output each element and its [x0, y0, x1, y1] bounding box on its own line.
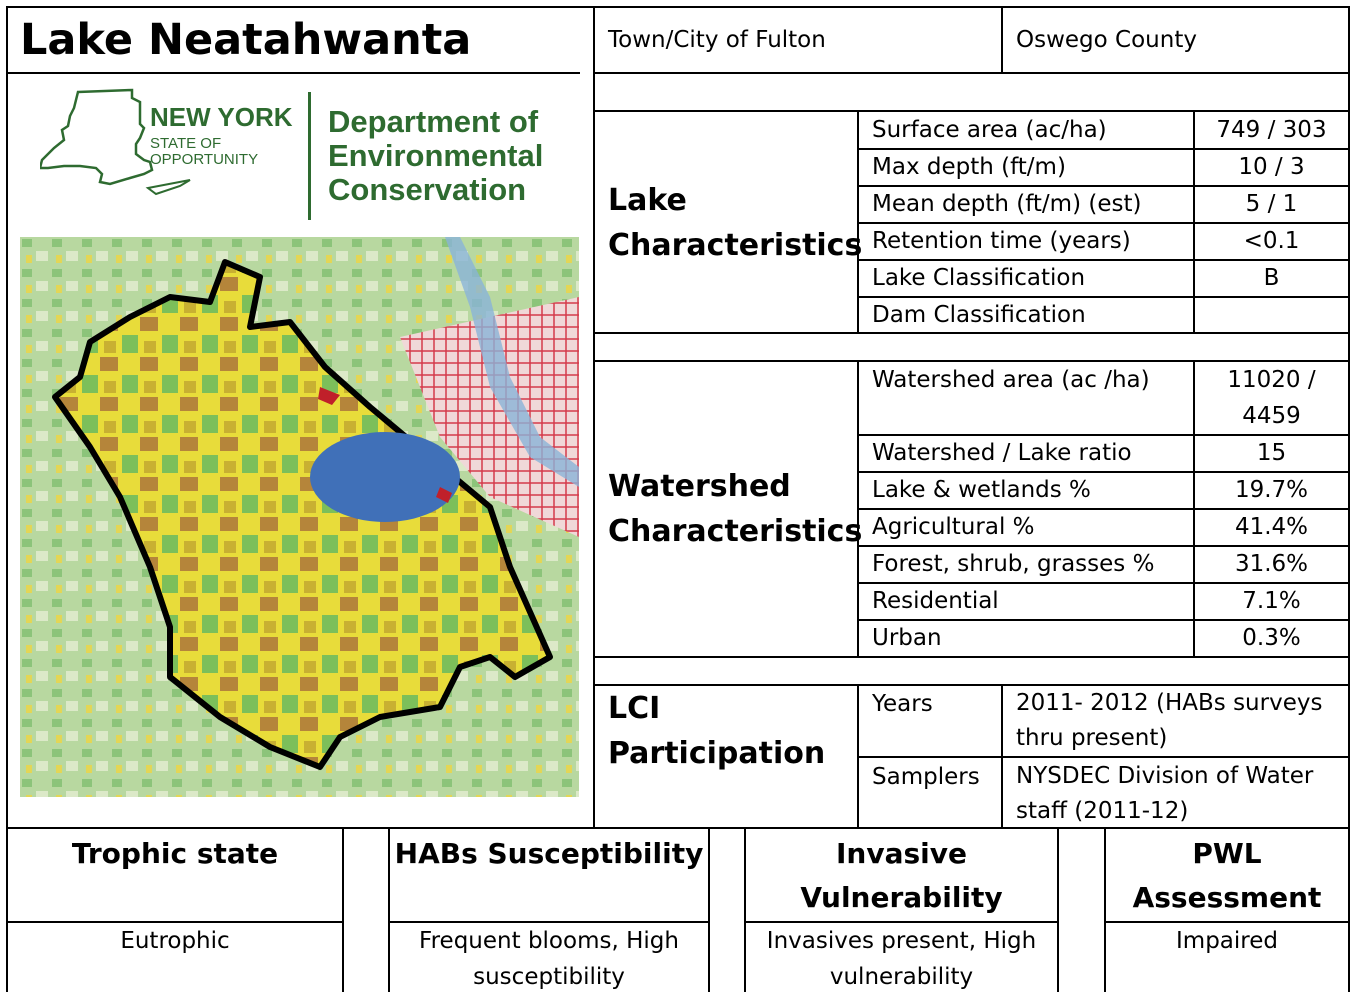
- svg-text:OPPORTUNITY: OPPORTUNITY: [150, 151, 258, 168]
- watershed-row-value: 15: [1256, 440, 1287, 466]
- habs-susceptibility-value: Frequent blooms, High susceptibility: [419, 928, 679, 990]
- lake-characteristics-heading: Lake Characteristics: [608, 183, 863, 263]
- watershed-row-label: Residential: [872, 588, 999, 614]
- lake-row-value: 749 / 303: [1216, 117, 1327, 143]
- watershed-row-value: 31.6%: [1234, 551, 1309, 577]
- lake-row-label: Dam Classification: [872, 302, 1086, 328]
- lake-row-label: Max depth (ft/m): [872, 154, 1066, 180]
- watershed-row-label: Forest, shrub, grasses %: [872, 551, 1155, 577]
- watershed-row-label: Watershed area (ac /ha): [872, 367, 1150, 393]
- watershed-row-value: 11020 / 4459: [1227, 367, 1316, 429]
- watershed-row-value: 0.3%: [1242, 625, 1301, 651]
- lake-row-value: 10 / 3: [1238, 154, 1305, 180]
- svg-text:STATE OF: STATE OF: [150, 135, 221, 152]
- lake-row-label: Mean depth (ft/m) (est): [872, 191, 1142, 217]
- watershed-characteristics-heading: Watershed Characteristics: [608, 469, 863, 549]
- town-label: Town/City of Fulton: [608, 27, 826, 53]
- years-value: 2011- 2012 (HABs surveys thru present): [1016, 690, 1323, 751]
- lake-row-value: <0.1: [1243, 228, 1300, 254]
- samplers-value: NYSDEC Division of Water staff (2011-12): [1016, 763, 1314, 824]
- lake-row-label: Surface area (ac/ha): [872, 117, 1107, 143]
- samplers-label: Samplers: [872, 764, 980, 790]
- county-label: Oswego County: [1016, 27, 1197, 53]
- svg-text:Conservation: Conservation: [328, 172, 526, 207]
- pwl-assessment-heading: PWL Assessment: [1132, 837, 1322, 914]
- watershed-row-label: Agricultural %: [872, 514, 1035, 540]
- invasive-vulnerability-value: Invasives present, High vulnerability: [766, 928, 1037, 990]
- lake-row-label: Retention time (years): [872, 228, 1131, 254]
- watershed-row-value: 19.7%: [1234, 477, 1309, 503]
- nysdec-logo: NEW YORK STATE OF OPPORTUNITY Department…: [40, 88, 543, 220]
- svg-text:NEW YORK: NEW YORK: [150, 102, 293, 132]
- watershed-row-label: Urban: [872, 625, 942, 651]
- watershed-row-label: Lake & wetlands %: [872, 477, 1091, 503]
- svg-text:Environmental: Environmental: [328, 138, 543, 173]
- lci-participation-heading: LCI Participation: [608, 691, 826, 771]
- svg-text:Department of: Department of: [328, 104, 539, 139]
- trophic-state-value: Eutrophic: [120, 928, 230, 954]
- lake-row-value: B: [1263, 265, 1280, 291]
- new-york-state-outline-icon: [40, 88, 154, 186]
- watershed-row-value: 7.1%: [1242, 588, 1301, 614]
- watershed-row-label: Watershed / Lake ratio: [872, 440, 1132, 466]
- habs-susceptibility-heading: HABs Susceptibility: [394, 837, 704, 870]
- lake-row-label: Lake Classification: [872, 265, 1086, 291]
- watershed-land-cover-map: [20, 237, 579, 797]
- pwl-assessment-value: Impaired: [1176, 928, 1278, 954]
- years-label: Years: [872, 691, 933, 717]
- trophic-state-heading: Trophic state: [71, 837, 279, 870]
- watershed-row-value: 41.4%: [1234, 514, 1309, 540]
- lake-row-value: 5 / 1: [1245, 191, 1298, 217]
- invasive-vulnerability-heading: Invasive Vulnerability: [800, 837, 1003, 914]
- page-title: Lake Neatahwanta: [20, 15, 472, 65]
